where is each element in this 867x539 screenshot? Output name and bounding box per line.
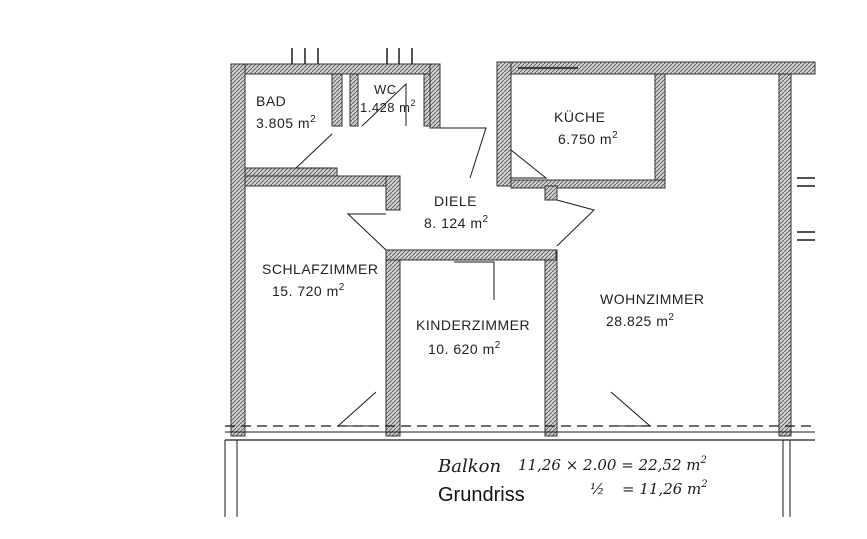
svg-text:= 11,26 m2: = 11,26 m2 (622, 479, 708, 498)
plan-caption: Grundriss (438, 484, 525, 506)
balkon-calc-line1: 11,26 × 2.00 = 22,52 m (518, 456, 700, 474)
balkon-annotation: Balkon 11,26 × 2.00 = 22,52 m2 ½ = 11,26… (437, 455, 708, 498)
room-label-bad: BAD 3.805 m2 (256, 93, 316, 131)
outer-walls (230, 61, 816, 437)
unit-superscript: 2 (310, 114, 316, 125)
room-area: 15. 720 m (272, 283, 339, 299)
svg-text:1.428 m2: 1.428 m2 (360, 98, 416, 115)
balkon-label: Balkon (437, 456, 501, 477)
room-name: DIELE (434, 193, 477, 209)
unit-superscript: 2 (700, 479, 707, 490)
room-area: 10. 620 m (428, 341, 495, 357)
unit-superscript: 2 (495, 340, 501, 351)
room-area: 28.825 m (606, 313, 668, 329)
windows (291, 48, 815, 241)
room-name: BAD (256, 93, 286, 109)
room-label-schlafzimmer: SCHLAFZIMMER 15. 720 m2 (262, 261, 378, 299)
balcony-outline (224, 425, 815, 517)
room-area: 8. 124 m (424, 215, 482, 231)
room-name: KÜCHE (554, 108, 606, 125)
unit-superscript: 2 (482, 214, 488, 225)
unit-superscript: 2 (339, 282, 345, 293)
room-label-wohnzimmer: WOHNZIMMER 28.825 m2 (600, 291, 705, 329)
unit-superscript: 2 (668, 312, 674, 323)
room-label-diele: DIELE 8. 124 m2 (424, 193, 489, 231)
balkon-half: ½ (590, 480, 605, 498)
room-area: 1.428 m (360, 100, 410, 115)
room-name: SCHLAFZIMMER (262, 261, 378, 277)
room-label-wc: WC 1.428 m2 (360, 82, 416, 115)
room-name: WOHNZIMMER (600, 291, 705, 307)
room-label-kueche: KÜCHE 6.750 m2 (554, 108, 618, 147)
room-name: KINDERZIMMER (416, 317, 530, 333)
svg-text:11,26 × 2.00 = 22,52 m2: 11,26 × 2.00 = 22,52 m2 (518, 455, 707, 474)
interior-walls (244, 61, 666, 437)
unit-superscript: 2 (612, 130, 618, 141)
svg-text:8. 124 m2: 8. 124 m2 (424, 214, 489, 231)
svg-text:10. 620 m2: 10. 620 m2 (428, 340, 501, 357)
room-area: 3.805 m (256, 115, 310, 131)
svg-text:28.825 m2: 28.825 m2 (606, 312, 674, 329)
room-name: WC (374, 82, 397, 97)
svg-text:15. 720 m2: 15. 720 m2 (272, 282, 345, 299)
unit-superscript: 2 (699, 455, 706, 466)
room-area: 6.750 m (558, 131, 612, 147)
door-swings (294, 82, 652, 427)
room-label-kinderzimmer: KINDERZIMMER 10. 620 m2 (416, 317, 530, 357)
svg-text:6.750 m2: 6.750 m2 (558, 130, 618, 147)
balkon-calc-line2: = 11,26 m (622, 480, 701, 498)
unit-superscript: 2 (410, 98, 416, 108)
svg-text:3.805 m2: 3.805 m2 (256, 114, 316, 131)
